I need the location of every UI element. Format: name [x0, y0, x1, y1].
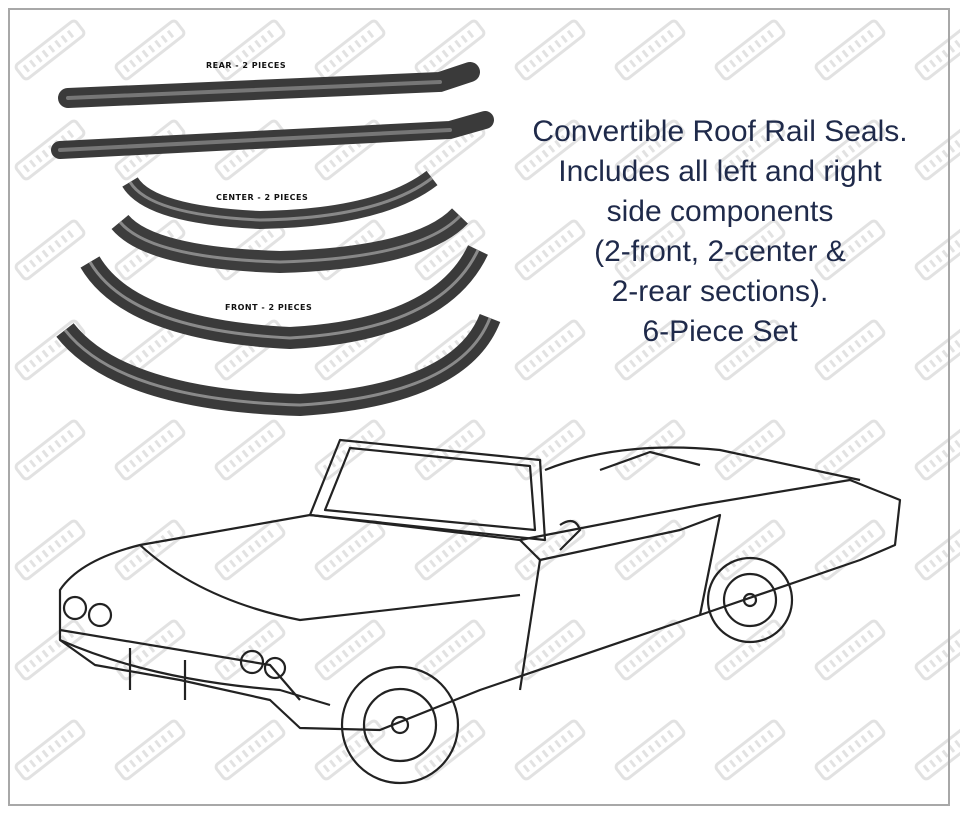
center-seal-pieces: [111, 170, 468, 274]
rear-pieces-label: REAR - 2 PIECES: [206, 61, 287, 70]
description-line: side components: [606, 195, 834, 228]
image-frame: [8, 8, 950, 806]
convertible-car-drawing: [58, 438, 902, 785]
description-line: Convertible Roof Rail Seals.: [532, 115, 908, 148]
front-seal-pieces: [56, 244, 501, 417]
description-line: 2-rear sections).: [611, 275, 829, 308]
rear-seal-pieces: [51, 62, 494, 159]
description-line: (2-front, 2-center &: [594, 235, 846, 268]
description-line: Includes all left and right: [558, 155, 882, 188]
center-pieces-label: CENTER - 2 PIECES: [216, 193, 309, 202]
description-line: 6-Piece Set: [642, 315, 798, 348]
product-description: Convertible Roof Rail Seals. Includes al…: [500, 112, 940, 352]
front-pieces-label: FRONT - 2 PIECES: [225, 303, 313, 312]
